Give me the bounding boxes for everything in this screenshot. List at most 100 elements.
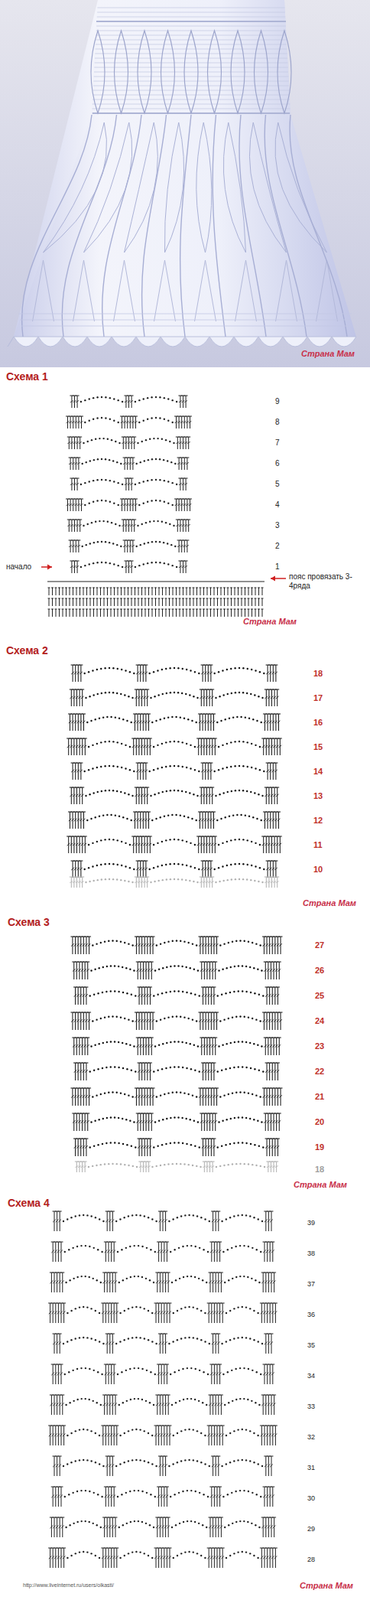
chart-mark [151,540,153,543]
chart-mark [197,671,200,674]
chart-mark [195,720,198,723]
chart-mark [116,399,119,401]
chart-mark [230,789,233,792]
chart-mark [256,719,258,721]
chart-mark [179,813,182,815]
chart-mark [111,1090,114,1092]
chart-mark [173,788,176,791]
chart-mark [78,1304,81,1307]
chart-mark [161,840,163,842]
chart-mark [96,499,98,501]
chart-mark [159,499,161,501]
chart-mark [175,938,178,941]
chart-mark [169,989,172,992]
chart-mark [96,668,98,670]
chart-mark [155,395,157,398]
chart-mark [85,460,88,463]
chart-mark [171,399,173,401]
chart-mark [243,1396,245,1399]
chart-mark [226,742,228,744]
chart-mark [161,991,163,994]
chart-mark [196,1213,198,1216]
chart-mark [120,692,122,695]
chart-mark [197,769,200,772]
chart-mark [91,766,94,769]
chart-mark [234,788,237,791]
chart-mark [104,499,107,501]
chart-mark [146,396,149,399]
chart-mark [168,1219,170,1221]
chart-mark [197,1044,199,1046]
chart-mark [112,542,114,544]
chart-mark [134,1145,137,1147]
chart-mark [92,1398,95,1401]
chart-mark [133,1366,135,1368]
chart-mark [156,766,159,769]
chart-mark [84,1274,87,1276]
chart-mark [186,1396,189,1399]
chart-mark [104,877,107,880]
chart-mark [184,1304,186,1307]
chart-mark [133,867,135,870]
chart-mark [223,1093,225,1095]
chart-mark [149,1400,151,1403]
chart-mark [161,1142,163,1145]
chart-mark [254,1278,257,1280]
chart-mark [241,1140,244,1143]
chart-mark [88,1397,91,1399]
chart-mark [78,1427,81,1429]
chart-mark [84,1396,87,1399]
chart-mark [259,1164,262,1166]
chart-mark [166,542,169,544]
chart-mark [88,1275,91,1277]
chart-mark [82,524,85,526]
chart-mark [91,743,94,746]
chart-mark [260,818,263,821]
chart-mark [221,841,224,844]
chart-mark [181,838,184,841]
chart-mark [162,790,164,792]
chart-mark [204,1433,206,1435]
chart-mark [143,1336,146,1338]
chart-mark [238,691,241,693]
chart-mark [231,1015,234,1017]
chart-mark [178,1368,180,1370]
chart-mark [253,693,256,695]
chart-mark [92,396,95,399]
chart-mark [109,500,111,503]
chart-mark [166,459,169,461]
chart-mark [125,966,127,968]
chart-mark [139,543,142,546]
chart-mark [226,765,228,768]
chart-mark [238,788,241,791]
chart-mark [229,1142,231,1144]
chart-mark [195,1094,198,1097]
chart-mark [227,1278,230,1280]
chart-mark [253,1142,256,1145]
chart-mark [122,1142,124,1144]
chart-mark [248,717,250,719]
chart-mark [106,715,108,718]
chart-mark [240,813,242,815]
chart-mark [85,543,88,546]
chart-mark [84,696,87,698]
chart-mark [116,740,119,743]
chart-mark [172,1090,174,1093]
chart-mark [237,1064,240,1067]
chart-mark [249,790,252,792]
chart-mark [162,878,164,880]
chart-mark [101,990,104,993]
chart-mark [260,968,263,971]
chart-mark [142,502,145,504]
chart-mark [230,838,232,841]
chart-mark [259,670,261,672]
chart-mark [156,993,159,995]
chart-mark [159,1017,162,1020]
chart-mark [230,965,232,968]
chart-mark [165,789,168,792]
chart-mark [199,1165,202,1167]
chart-mark [185,990,188,993]
chart-mark [224,815,227,818]
chart-mark [227,1016,230,1019]
chart-mark [196,1336,198,1338]
